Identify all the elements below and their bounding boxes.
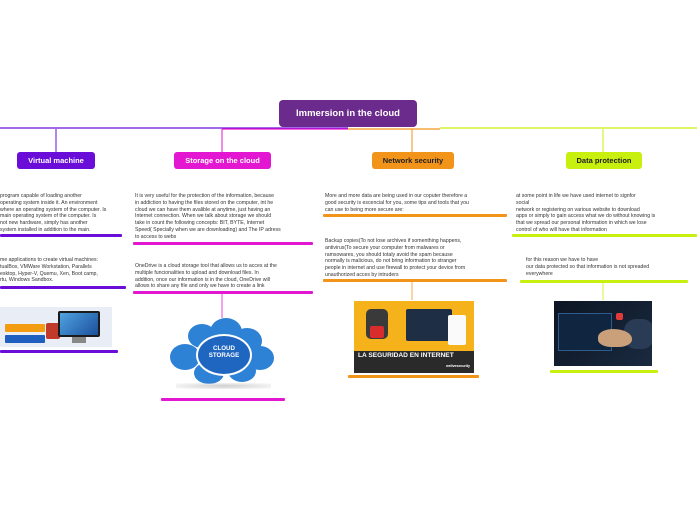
lock-icon bbox=[370, 326, 384, 338]
topic-storage-on-the-cloud[interactable]: Storage on the cloud bbox=[174, 152, 271, 169]
topic-network-security[interactable]: Network security bbox=[372, 152, 454, 169]
security-divider-1 bbox=[323, 214, 507, 217]
cloud-core bbox=[196, 334, 252, 376]
security-note-1: More and more data are being used in our… bbox=[325, 193, 469, 213]
protection-note-1: at some point in life we have used inter… bbox=[516, 193, 656, 233]
hacker-monitor-icon bbox=[406, 309, 452, 341]
vm-button-blue bbox=[5, 335, 45, 343]
phone-icon bbox=[448, 315, 466, 345]
cloud-label-line-1: CLOUD bbox=[213, 345, 235, 352]
topic-data-protection[interactable]: Data protection bbox=[566, 152, 642, 169]
padlock-icon bbox=[616, 313, 623, 320]
vm-monitor-icon bbox=[58, 311, 100, 337]
vm-chip-icon bbox=[46, 323, 60, 339]
virtual-machine-note-1: program capable of loading another opera… bbox=[0, 193, 107, 233]
security-banner bbox=[354, 351, 474, 373]
storage-divider-1 bbox=[133, 242, 313, 245]
security-divider-3 bbox=[348, 375, 479, 378]
storage-divider-2 bbox=[133, 291, 313, 294]
root-topic[interactable]: Immersion in the cloud bbox=[279, 100, 417, 127]
cloud-storage-label: CLOUD STORAGE bbox=[196, 345, 252, 359]
storage-note-1: It is very useful for the protection of … bbox=[135, 193, 281, 240]
security-note-2: Backup copies(To not lose archives if so… bbox=[325, 238, 466, 278]
protection-divider-1 bbox=[512, 234, 697, 237]
storage-divider-3 bbox=[161, 398, 285, 401]
virtual-machine-image bbox=[0, 307, 112, 347]
protection-divider-3 bbox=[550, 370, 658, 373]
virtual-machine-note-2: me applications to create virtual machin… bbox=[0, 257, 99, 284]
virtual-machine-divider-2 bbox=[0, 286, 126, 289]
cloud-label-line-2: STORAGE bbox=[208, 351, 240, 359]
vm-monitor-stand bbox=[72, 337, 86, 343]
storage-note-2: OneDrive is a cloud storage tool that al… bbox=[135, 263, 277, 290]
cloud-storage-image: CLOUD STORAGE bbox=[170, 318, 275, 386]
protection-divider-2 bbox=[520, 280, 688, 283]
cloud-shadow bbox=[176, 383, 271, 389]
cloud-bubble bbox=[170, 344, 200, 370]
protection-note-2: for this reason we have to have our data… bbox=[526, 257, 650, 277]
security-image-title: LA SEGURIDAD EN INTERNET bbox=[358, 352, 454, 359]
internet-security-image: LA SEGURIDAD EN INTERNET welivesecurity bbox=[354, 301, 474, 373]
hand-icon bbox=[598, 329, 632, 347]
security-divider-2 bbox=[323, 279, 507, 282]
virtual-machine-divider-3 bbox=[0, 350, 118, 353]
vm-button-orange bbox=[5, 324, 45, 332]
virtual-machine-divider-1 bbox=[0, 234, 122, 237]
laptop-lock-image bbox=[554, 301, 652, 366]
security-image-brand: welivesecurity bbox=[446, 364, 470, 368]
topic-virtual-machine[interactable]: Virtual machine bbox=[17, 152, 95, 169]
